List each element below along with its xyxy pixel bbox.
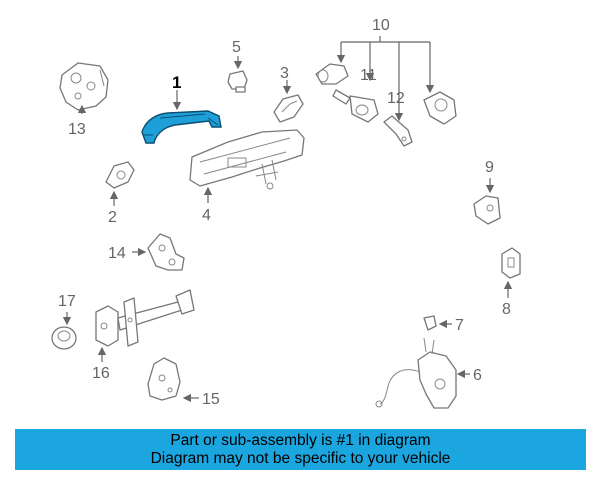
callout-8: 8 — [502, 301, 511, 318]
callout-14: 14 — [108, 245, 126, 262]
callout-4: 4 — [202, 207, 211, 224]
part-3-bezel[interactable] — [273, 94, 304, 123]
callout-15: 15 — [202, 391, 220, 408]
callout-9: 9 — [485, 159, 494, 176]
callout-1: 1 — [172, 73, 181, 92]
banner-line-disclaimer: Diagram may not be specific to your vehi… — [150, 450, 451, 467]
callout-2: 2 — [108, 209, 117, 226]
part-10-lock-cylinder[interactable] — [315, 63, 349, 85]
part-4-handle-frame[interactable] — [189, 129, 305, 190]
part-info-banner: Part or sub-assembly is #1 in diagram Di… — [15, 429, 586, 470]
banner-line-part: Part or sub-assembly is #1 in diagram — [170, 432, 431, 449]
callout-7: 7 — [455, 317, 464, 334]
callout-13: 13 — [68, 121, 86, 138]
part-8-bracket[interactable] — [501, 247, 521, 279]
callout-16: 16 — [92, 365, 110, 382]
part-15-lower-hinge[interactable] — [147, 357, 181, 401]
part-10-trunk-cylinder[interactable] — [423, 91, 457, 125]
part-2-cover[interactable] — [105, 161, 135, 189]
callout-10: 10 — [372, 17, 390, 34]
callout-6: 6 — [473, 367, 482, 384]
part-9-striker[interactable] — [473, 195, 501, 225]
part-1-outside-door-handle[interactable] — [141, 110, 222, 144]
callout-3: 3 — [280, 65, 289, 82]
callout-17: 17 — [58, 293, 76, 310]
part-16-door-check[interactable] — [95, 289, 195, 347]
part-14-hinge[interactable] — [147, 233, 185, 271]
part-12-lock-rod[interactable] — [383, 115, 413, 147]
part-5-grommet[interactable] — [227, 70, 248, 93]
parts-diagram: 13 1 5 3 4 2 10 — [51, 17, 521, 409]
part-7-clip[interactable] — [423, 315, 437, 331]
part-17-plug[interactable] — [51, 326, 77, 350]
part-11-lock-cylinder-key[interactable] — [332, 89, 379, 123]
callout-12: 12 — [387, 90, 405, 107]
callout-11: 11 — [360, 67, 377, 84]
part-13-bracket[interactable] — [59, 62, 109, 111]
callout-5: 5 — [232, 39, 241, 56]
part-6-lock-actuator[interactable] — [375, 337, 457, 409]
